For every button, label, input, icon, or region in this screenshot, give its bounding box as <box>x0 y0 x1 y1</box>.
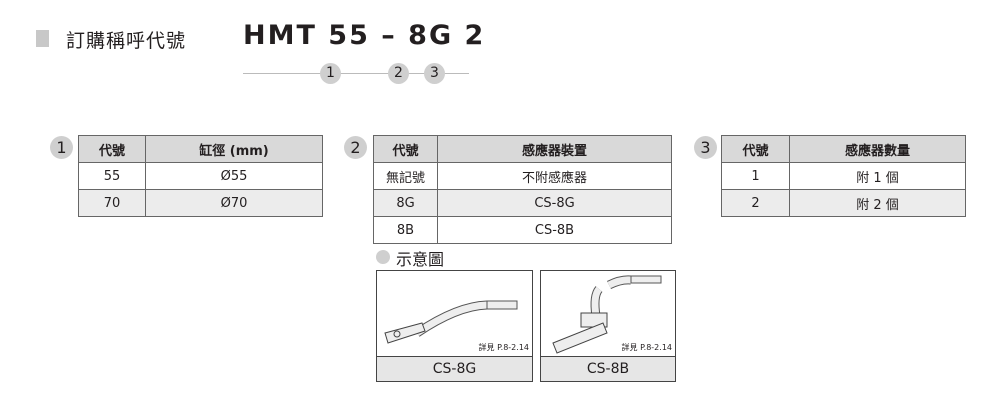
header-code: 代號 <box>721 135 790 163</box>
diagram-cs-8b: 詳見 P.8-2.14 CS-8B <box>540 270 676 382</box>
cell: CS-8G <box>437 189 672 217</box>
page-reference: 詳見 P.8-2.14 <box>478 343 529 352</box>
cell: Ø55 <box>145 162 323 190</box>
cell: 2 <box>721 189 790 217</box>
bullet-icon <box>376 250 390 264</box>
title-marker <box>36 30 49 47</box>
header-code: 代號 <box>78 135 146 163</box>
model-code: HMT 55 – 8G 2 <box>243 20 486 51</box>
cell: CS-8B <box>437 216 672 244</box>
cell: 附 1 個 <box>789 162 966 190</box>
cell: 無記號 <box>373 162 438 190</box>
page-title: 訂購稱呼代號 <box>66 30 187 52</box>
sensor-cs8g-illustration <box>384 300 518 344</box>
header-bore: 缸徑 (mm) <box>145 135 323 163</box>
marker-1: 1 <box>320 63 341 84</box>
table2-number: 2 <box>344 136 367 159</box>
diagram-title: 示意圖 <box>396 250 445 269</box>
header-sensor: 感應器裝置 <box>437 135 672 163</box>
cell: 55 <box>78 162 146 190</box>
cell: 8B <box>373 216 438 244</box>
divider <box>243 73 469 74</box>
diagram-label: CS-8B <box>541 356 675 381</box>
sensor-cs8b-illustration <box>552 275 662 354</box>
cell: 不附感應器 <box>437 162 672 190</box>
table1-number: 1 <box>50 136 73 159</box>
marker-2: 2 <box>388 63 409 84</box>
diagram-label: CS-8G <box>377 356 532 381</box>
cell: 附 2 個 <box>789 189 966 217</box>
table-row: 無記號不附感應器 <box>373 162 672 190</box>
diagram-cs-8g: 詳見 P.8-2.14 CS-8G <box>376 270 533 382</box>
header-quantity: 感應器數量 <box>789 135 966 163</box>
cell: 1 <box>721 162 790 190</box>
cell: 70 <box>78 189 146 217</box>
page-reference: 詳見 P.8-2.14 <box>621 343 672 352</box>
cell: Ø70 <box>145 189 323 217</box>
marker-3: 3 <box>424 63 445 84</box>
header-code: 代號 <box>373 135 438 163</box>
table3-number: 3 <box>694 136 717 159</box>
cell: 8G <box>373 189 438 217</box>
